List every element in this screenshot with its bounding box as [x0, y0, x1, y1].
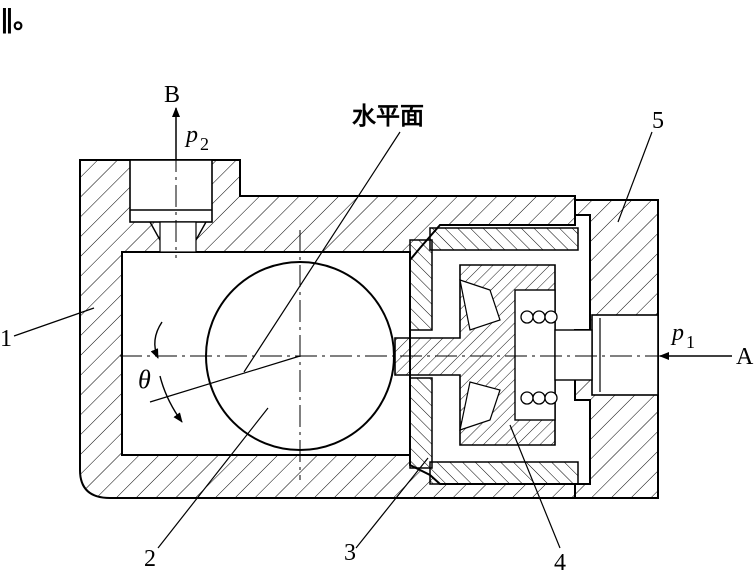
port-a-label: A: [736, 344, 754, 370]
inner-housing: [409, 227, 579, 485]
part-2-label: 2: [144, 546, 156, 572]
pressure-p1-label: p: [670, 320, 684, 346]
spool-assembly: [394, 264, 593, 446]
horizontal-plane-label: 水平面: [352, 102, 424, 130]
angle-theta-label: θ: [138, 365, 151, 394]
valve-body: [79, 159, 576, 499]
part-4-label: 4: [554, 550, 566, 572]
top-text-fragment: ∥。: [0, 5, 39, 35]
pressure-p1-subscript: 1: [686, 332, 695, 352]
pressure-p2-subscript: 2: [200, 134, 209, 154]
port-b-label: B: [164, 82, 180, 108]
pressure-p2-label: p: [184, 122, 198, 148]
leader-lines: [13, 131, 653, 549]
part-3-label: 3: [344, 540, 356, 566]
end-cap: [574, 199, 659, 499]
center-lines: [120, 150, 700, 480]
part-1-label: 1: [0, 326, 12, 352]
angle-theta-arcs: [150, 321, 183, 423]
part-5-label: 5: [652, 108, 664, 134]
